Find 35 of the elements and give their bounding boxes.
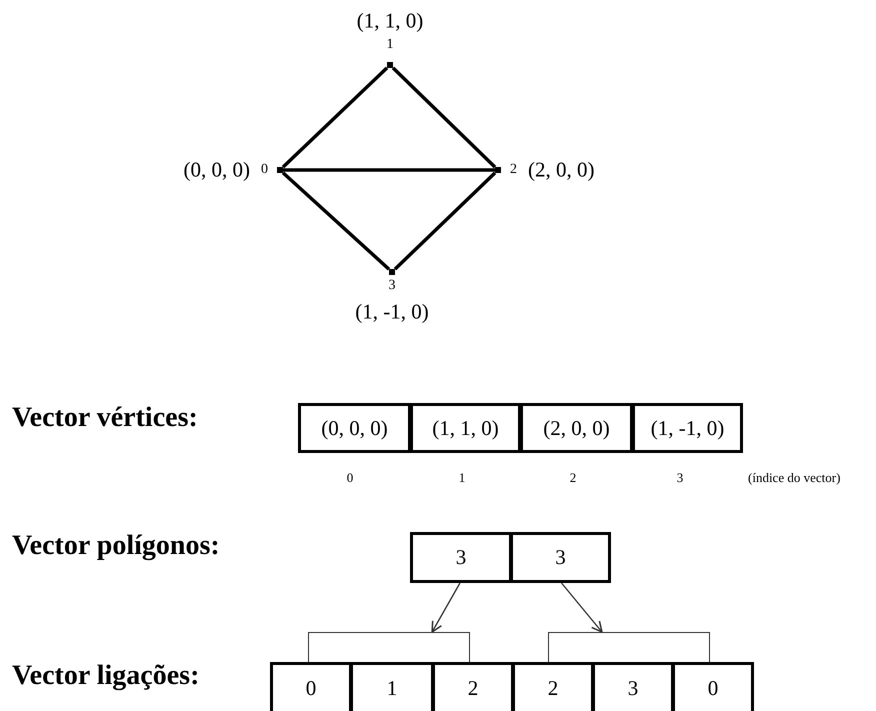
row-heading: Vector polígonos: (12, 530, 220, 562)
index-label: 1 (458, 470, 466, 486)
array-cell: 3 (410, 532, 512, 583)
mesh-edge (282, 66, 388, 168)
index-label: 0 (346, 470, 354, 486)
mesh-edge (394, 172, 496, 270)
mesh-edge (392, 66, 496, 168)
array-cell: 3 (592, 662, 674, 711)
array-cell: (1, -1, 0) (632, 403, 743, 453)
note: (índice do vector) (748, 470, 840, 486)
array-cell: (0, 0, 0) (298, 403, 411, 453)
vertex-number: 1 (386, 37, 394, 53)
mesh-edge (283, 168, 495, 172)
array-cell: (2, 0, 0) (520, 403, 633, 453)
array-cell: 2 (512, 662, 594, 711)
array-cell: 1 (350, 662, 434, 711)
vertex-number: 2 (510, 162, 517, 178)
coordinate-label: (2, 0, 0) (528, 158, 594, 182)
mesh-edge (282, 171, 390, 271)
row-heading: Vector ligações: (12, 660, 200, 692)
coordinate-label: (0, 0, 0) (184, 158, 250, 182)
array-cell: 0 (672, 662, 754, 711)
array-cell: (1, 1, 0) (410, 403, 521, 453)
array-cell: 2 (432, 662, 514, 711)
vertex-number: 3 (388, 278, 396, 294)
row-heading: Vector vértices: (12, 402, 198, 434)
vertex-number: 0 (261, 162, 268, 178)
coordinate-label: (1, 1, 0) (356, 8, 424, 34)
arrow (561, 582, 603, 633)
array-cell: 3 (510, 532, 611, 583)
array-cell: 0 (270, 662, 352, 711)
arrow (431, 582, 461, 633)
coordinate-label: (1, -1, 0) (355, 300, 429, 324)
index-label: 2 (570, 470, 576, 486)
index-label: 3 (676, 470, 684, 486)
